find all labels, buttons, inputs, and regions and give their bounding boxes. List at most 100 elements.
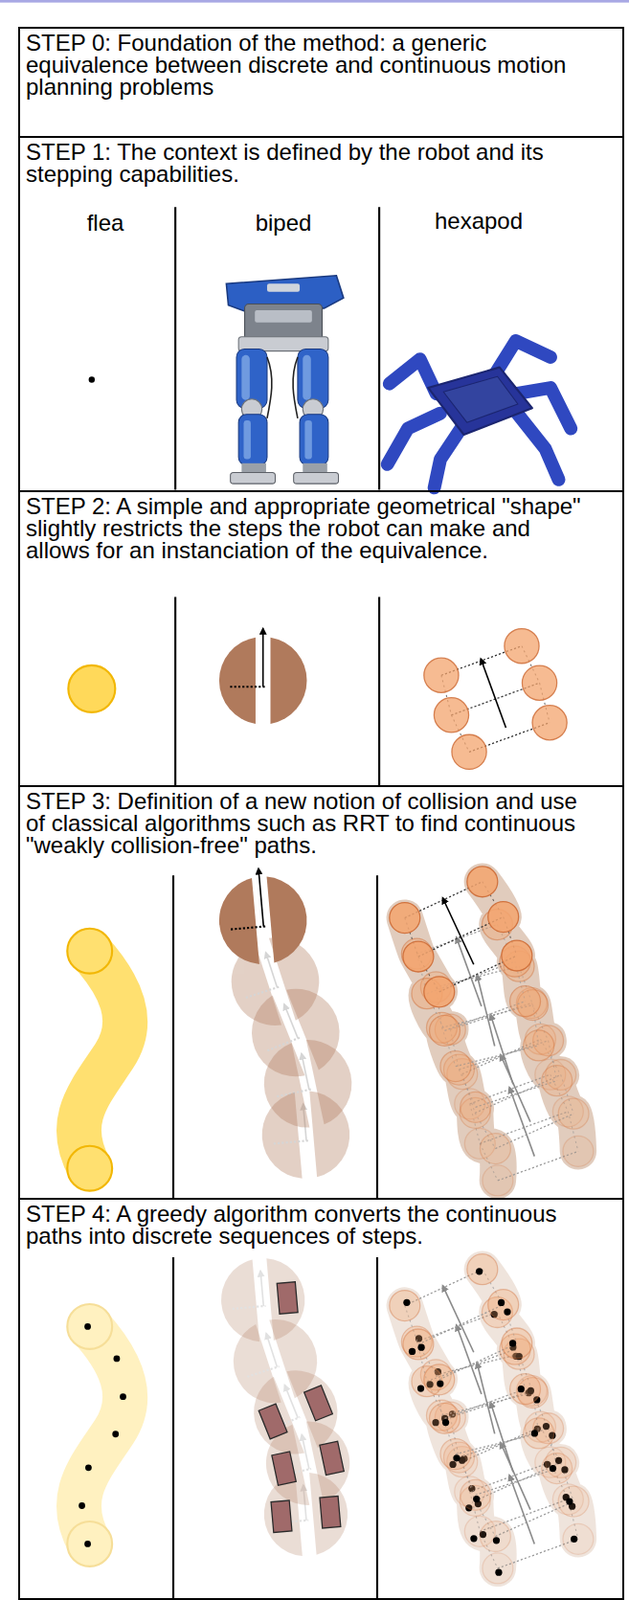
hexapod-steps xyxy=(488,1289,519,1321)
column-divider xyxy=(378,206,381,490)
biped-robot xyxy=(225,275,343,484)
hexapod-path xyxy=(541,1065,573,1097)
hexapod-steps xyxy=(558,1485,589,1517)
hexapod-path xyxy=(424,976,455,1008)
biped-path xyxy=(214,864,311,967)
biped-robot-foot xyxy=(293,471,339,484)
step-panel: STEP 2: A simple and appropriate geometr… xyxy=(18,490,625,787)
biped-steps xyxy=(271,1451,296,1485)
hexapod-steps xyxy=(531,1429,539,1437)
biped-path xyxy=(258,868,264,927)
biped-path xyxy=(267,873,312,963)
biped-steps xyxy=(304,1385,334,1421)
hexapod-steps xyxy=(403,1328,434,1360)
hexapod-steps xyxy=(490,1401,514,1472)
hexapod-steps xyxy=(562,1523,594,1554)
flea-steps xyxy=(85,1463,92,1471)
hexapod-path xyxy=(442,898,473,966)
hexapod-path xyxy=(389,902,421,934)
hexapod-body xyxy=(427,367,533,435)
hexapod-steps xyxy=(479,1521,511,1552)
hexapod-steps xyxy=(509,1339,517,1347)
hexapod-steps xyxy=(420,1338,554,1469)
biped-path xyxy=(215,877,260,967)
step-text: STEP 4: A greedy algorithm converts the … xyxy=(20,1199,607,1249)
hexapod-path xyxy=(456,937,482,1007)
column-divider xyxy=(376,1257,379,1600)
hexapod-steps xyxy=(476,1362,495,1434)
flea-steps xyxy=(112,1430,119,1438)
hexapod-shape xyxy=(424,629,567,770)
hexapod-steps xyxy=(470,1534,477,1542)
biped-robot-detail xyxy=(302,355,312,401)
biped-shape xyxy=(270,637,308,724)
step-panel: STEP 1: The context is defined by the ro… xyxy=(18,135,625,493)
biped-shape xyxy=(219,637,256,724)
hexapod-steps xyxy=(570,1535,578,1543)
flea-steps xyxy=(67,1303,127,1567)
hexapod-steps xyxy=(447,1411,589,1551)
hexapod-steps xyxy=(460,1479,492,1510)
biped-steps xyxy=(217,1255,358,1559)
column-label: biped xyxy=(255,210,313,236)
flea-steps xyxy=(84,1323,91,1330)
hexapod-path xyxy=(403,941,434,972)
hexapod-steps xyxy=(501,1327,533,1359)
biped-steps xyxy=(319,1495,341,1528)
biped-robot-foot xyxy=(230,471,276,484)
flea-steps xyxy=(67,1303,127,1567)
biped-steps xyxy=(232,1305,267,1309)
step-text: STEP 0: Foundation of the method: a gene… xyxy=(20,28,607,100)
top-rule xyxy=(0,0,629,3)
flea-path xyxy=(67,1145,113,1191)
hexapod-path xyxy=(476,974,495,1046)
hexapod-steps xyxy=(442,1285,473,1353)
hexapod-steps xyxy=(565,1497,573,1505)
hexapod-steps xyxy=(500,1441,531,1509)
step-text: STEP 2: A simple and appropriate geometr… xyxy=(20,492,607,563)
hexapod-steps xyxy=(523,1417,555,1449)
hexapod-path xyxy=(490,1013,514,1084)
biped-shape xyxy=(219,628,308,724)
biped-steps xyxy=(276,1281,298,1315)
hexapod-path xyxy=(467,866,498,898)
biped-robot-detail xyxy=(254,310,313,323)
hexapod-steps xyxy=(503,1307,511,1315)
biped-path xyxy=(276,1089,312,1098)
column-divider xyxy=(174,596,177,786)
hexapod-steps xyxy=(493,1536,500,1544)
biped-steps xyxy=(217,1258,260,1345)
hexapod-steps xyxy=(417,1384,425,1392)
hexapod-steps xyxy=(472,1495,480,1503)
biped-robot-shin xyxy=(299,414,329,466)
biped-robot-detail xyxy=(267,283,300,293)
biped-steps xyxy=(247,1366,279,1377)
hexapod-body-top xyxy=(443,376,518,423)
biped-steps xyxy=(266,1255,309,1341)
biped-path xyxy=(246,987,280,998)
hexapod-steps xyxy=(434,1375,572,1511)
column-divider xyxy=(376,875,379,1199)
hexapod-steps xyxy=(408,1347,416,1355)
hexapod-robot xyxy=(387,340,572,488)
hexapod-steps xyxy=(417,1344,425,1351)
biped-path xyxy=(273,1140,309,1144)
column-divider xyxy=(378,596,381,786)
hexapod-steps xyxy=(497,1299,505,1306)
biped-shape xyxy=(262,628,265,687)
hexapod-steps xyxy=(429,1402,461,1434)
hexapod-steps xyxy=(424,1364,455,1395)
column-divider xyxy=(172,875,175,1199)
step-panel: STEP 4: A greedy algorithm converts the … xyxy=(18,1197,625,1600)
hexapod-steps xyxy=(440,1438,472,1470)
hexapod-path xyxy=(389,866,533,1008)
hexapod-shape xyxy=(433,697,469,733)
hexapod-path xyxy=(482,1165,514,1196)
hexapod-path xyxy=(401,909,540,1047)
hexapod-leg xyxy=(517,414,560,480)
flea-path xyxy=(67,928,113,974)
hexapod-steps xyxy=(436,1379,444,1387)
step-panel: STEP 3: Definition of a new notion of co… xyxy=(18,785,625,1200)
hexapod-steps xyxy=(403,1299,410,1306)
